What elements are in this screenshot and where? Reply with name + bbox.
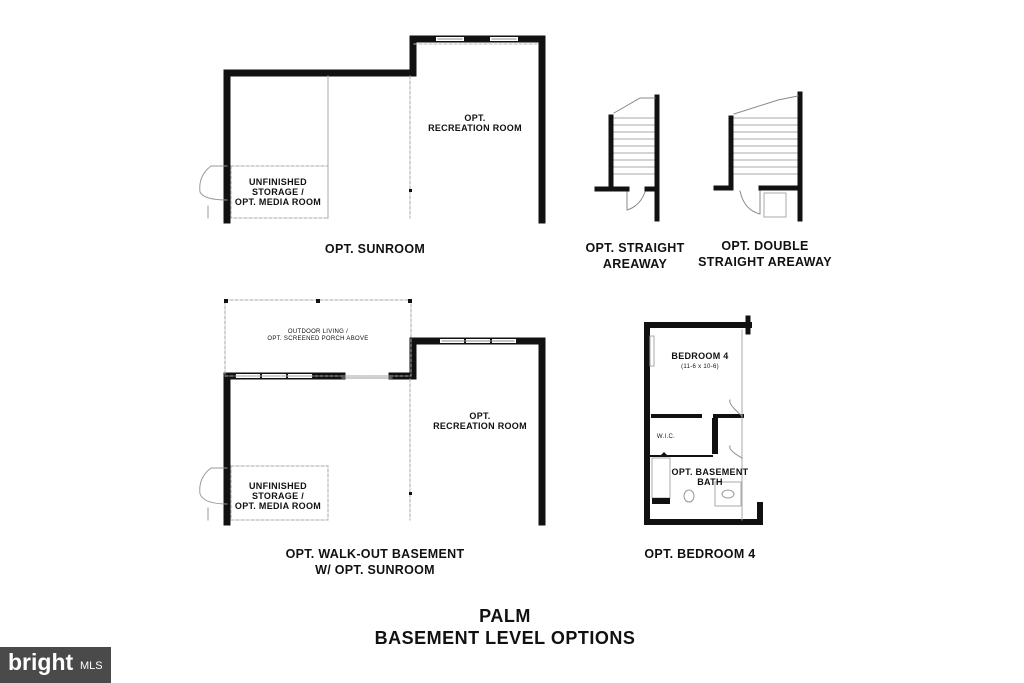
door-swing — [729, 445, 743, 459]
sunroom-plan — [199, 35, 546, 224]
storage-outline — [230, 165, 329, 219]
walkout-storage-label: UNFINISHED STORAGE / OPT. MEDIA ROOM — [234, 481, 322, 511]
page-title-model: PALM — [479, 606, 531, 626]
straight-areaway-caption: OPT. STRAIGHT AREAWAY — [585, 241, 685, 271]
watermark-word: bright — [8, 649, 74, 675]
bedroom4-dimensions: (11-6 x 10-6) — [681, 364, 719, 370]
door-swing — [729, 399, 743, 417]
walkout-caption: OPT. WALK-OUT BASEMENT W/ OPT. SUNROOM — [285, 547, 465, 577]
double-areaway-plan — [713, 91, 803, 222]
bright-mls-watermark: bright MLS — [0, 647, 111, 683]
sunroom-caption: OPT. SUNROOM — [324, 242, 426, 256]
outdoor-living-label: OUTDOOR LIVING / OPT. SCREENED PORCH ABO… — [267, 329, 369, 342]
toilet — [683, 489, 695, 503]
watermark-suffix: MLS — [80, 660, 103, 672]
bedroom4-caption: OPT. BEDROOM 4 — [644, 547, 756, 561]
storage-outline — [230, 465, 329, 521]
areaway-bump — [199, 467, 228, 505]
sunroom-walls — [223, 35, 546, 224]
page-title-subtitle: BASEMENT LEVEL OPTIONS — [374, 628, 636, 648]
areaway-bump — [199, 165, 228, 201]
door-swing — [626, 191, 646, 211]
straight-areaway-plan — [594, 94, 660, 222]
walkout-right-walls — [388, 337, 546, 526]
page-title: PALM BASEMENT LEVEL OPTIONS — [340, 605, 670, 649]
walkout-plan — [199, 299, 546, 526]
bedroom4-label: BEDROOM 4 — [671, 351, 729, 361]
walkout-recreation-room-label: OPT. RECREATION ROOM — [433, 411, 527, 431]
door-swing — [739, 190, 761, 215]
vanity — [714, 481, 742, 507]
double-areaway-caption: OPT. DOUBLE STRAIGHT AREAWAY — [698, 239, 832, 269]
bedroom4-plan — [644, 315, 763, 525]
basement-bath-label: OPT. BASEMENT BATH — [671, 467, 749, 487]
sunroom-recreation-room-label: OPT. RECREATION ROOM — [428, 113, 522, 133]
wic-label: W.I.C. — [656, 434, 676, 440]
sunroom-storage-label: UNFINISHED STORAGE / OPT. MEDIA ROOM — [234, 177, 322, 207]
